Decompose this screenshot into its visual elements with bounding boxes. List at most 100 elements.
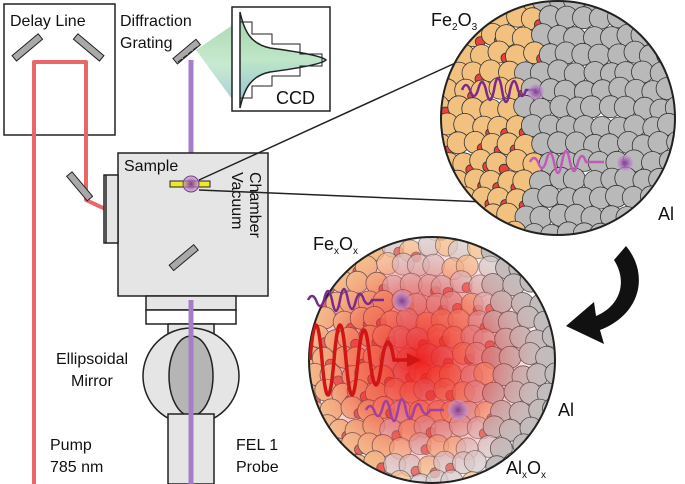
al-atom [647,22,671,46]
probe-wave-top-1 [460,76,536,104]
fe-atom [471,222,495,235]
al-atom [674,116,675,139]
fe-atom [358,237,382,242]
o-atom [338,449,350,461]
al-atom [537,184,561,208]
sample-label: Sample [124,158,178,175]
diffracted-light [196,20,240,110]
o-atom [309,285,321,297]
mixed-atom [405,237,429,239]
al-atom [677,41,685,63]
al-atom [546,435,555,459]
ccd-spectrum [239,11,328,109]
probe-spot-bottom-2 [448,400,468,420]
al-atom [533,239,555,263]
vacuum-chamber: Sample Vacuum Chamber [65,152,269,325]
al-atom [552,273,555,297]
al-atom [666,167,675,191]
fe-atom [309,288,315,312]
fe-atom [309,433,312,457]
al-atom [665,1,675,11]
al-top-label: Al [658,204,674,224]
al-atom [542,251,555,275]
al-atom [545,473,555,483]
mixed-atom [457,237,481,240]
fe-atom [309,305,317,329]
zoom-line-top [198,59,463,181]
chamber-mirror-left [65,171,94,202]
al-atom [541,287,555,311]
al-atom [617,1,640,14]
fe-atom [286,220,308,242]
o-atom [309,300,316,312]
zoom-circle-excited [286,220,556,484]
al-atom [639,223,663,235]
pump-label-2: 785 nm [50,459,103,476]
probe-wave-top-2 [528,149,604,175]
mixed-atom [392,237,416,242]
fe-atom [286,365,308,387]
fe-atom [309,252,315,275]
mixed-atom [375,237,399,243]
fe-atom [312,453,336,477]
fe-atom [441,184,458,208]
fe-atom [309,435,327,458]
al-atom [658,221,675,235]
al-atom [540,224,563,235]
probe-wave-bottom-2 [364,397,444,423]
zoom-circle-initial [440,0,685,236]
probe-spot-top-1 [528,84,544,100]
fe-atom [441,168,453,192]
al-atom [650,1,674,11]
atom-lattice-initial [441,1,685,235]
o-atom [442,180,454,192]
al-atom [672,184,675,208]
diffraction-label-2: Grating [120,35,172,52]
fe-atom [464,205,488,229]
al-atom [633,205,657,229]
al-atom [553,418,555,442]
sample-spot [182,175,200,193]
al-atom [501,237,524,261]
o-atom [309,237,310,243]
probe-wave-bottom-1 [306,287,384,313]
fe-atom [309,397,314,421]
vacuum-label-2: Chamber [246,172,263,238]
al-atom [533,270,555,294]
vacuum-label-1: Vacuum [228,172,245,230]
ellipsoidal-label-1: Ellipsoidal [56,351,128,368]
fe-atom [309,452,317,476]
o-atom [474,1,486,13]
delay-line-label: Delay Line [10,13,86,30]
chamber-mirror-right [168,243,199,272]
alxox-label: AlxOx [506,458,546,481]
o-atom [469,237,481,240]
fe-atom [322,254,346,278]
ellipsoidal-label-2: Mirror [71,373,113,390]
al-atom [674,7,675,31]
al-atom [623,222,646,235]
o-atom [309,264,316,275]
al-atom [673,223,675,235]
fel-label-2: Probe [236,459,279,476]
delay-mirror-left [11,33,44,62]
al-atom [658,6,675,30]
al-atom [668,60,675,84]
delay-line-box: Delay Line [3,3,116,136]
o-atom [309,427,321,439]
fe2o3-label: Fe2O3 [431,10,478,33]
fe-atom [309,323,311,347]
o-atom [443,36,455,47]
al-atom [642,7,665,30]
fel-label-1: FEL 1 [236,437,278,454]
al-atom [518,239,542,263]
al-atom [672,77,675,100]
curved-arrow-icon [566,246,639,344]
al-atom [655,77,675,100]
al-atom [632,1,655,11]
ccd-detector: CCD [231,6,331,112]
pump-wave [309,323,421,397]
o-atom [387,237,399,243]
zoom-line-bottom [198,189,486,203]
fe-atom [309,468,328,483]
